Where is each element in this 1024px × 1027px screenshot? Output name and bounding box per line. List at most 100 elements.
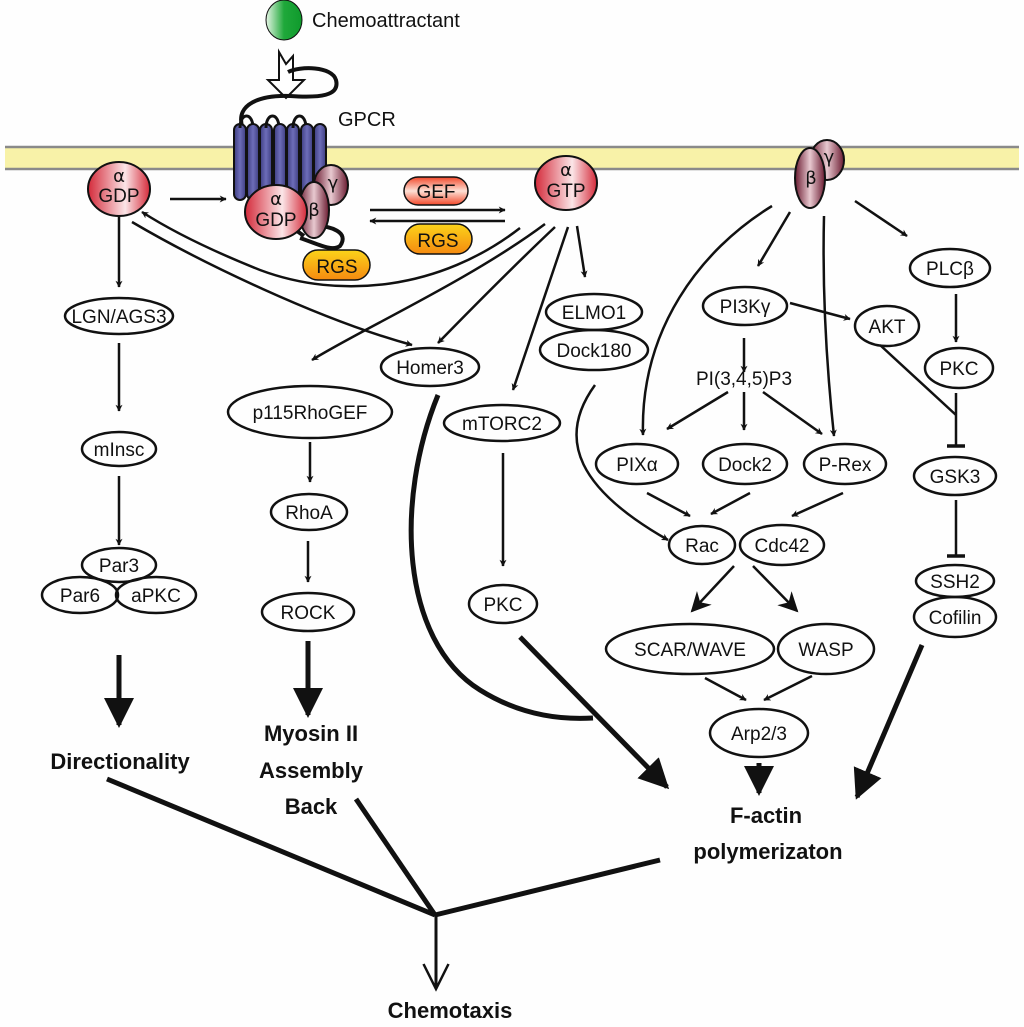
node-label: PKC: [939, 359, 978, 380]
outcome-factin-line2: polymerizaton: [693, 839, 842, 864]
gef-badge: GEF: [403, 176, 469, 206]
svg-text:α: α: [270, 189, 282, 210]
node-outline: [538, 328, 650, 372]
node-label: mInsc: [94, 440, 145, 461]
edge-dock2-to-rac: [710, 491, 751, 516]
node-arp: Arp2/3: [708, 707, 810, 759]
node-pkc-mid: PKC: [467, 583, 539, 625]
node-label: p115RhoGEF: [253, 403, 368, 424]
galpha-gdp-free: α GDP: [87, 161, 151, 217]
node-gsk3: GSK3: [912, 455, 998, 497]
node-outline: [594, 442, 680, 486]
outcome-myosin-line1: Myosin II: [264, 721, 358, 746]
node-label: Par3: [99, 556, 139, 577]
svg-text:RGS: RGS: [316, 257, 357, 278]
node-wasp: WASP: [776, 622, 876, 676]
node-prex: P-Rex: [802, 442, 888, 486]
svg-text:β: β: [805, 168, 817, 189]
edge-gtp-to-gdp-rgs: [141, 210, 521, 288]
edge-wasp-to-arp: [763, 674, 813, 702]
svg-text:GDP: GDP: [255, 210, 296, 231]
thick-edges: [104, 394, 925, 918]
svg-text:α: α: [560, 160, 572, 181]
gpcr-extracellular-loop: [239, 66, 339, 127]
node-label: Rac: [685, 536, 719, 557]
node-outline: [40, 575, 120, 615]
node-outline: [63, 296, 175, 336]
node-rock: ROCK: [260, 591, 356, 633]
gpcr-helix: [246, 123, 260, 201]
node-label: PLCβ: [926, 259, 974, 280]
edge-pi3k-to-akt: [789, 301, 851, 321]
node-outline: [467, 583, 539, 625]
node-pi3k: PI3Kγ: [701, 285, 789, 327]
node-elmo1: ELMO1: [544, 292, 644, 332]
svg-text:GDP: GDP: [98, 186, 139, 207]
node-label: Par6: [60, 586, 100, 607]
node-mtorc2: mTORC2: [442, 403, 562, 443]
node-dock180: Dock180: [538, 328, 650, 372]
node-par3: Par3: [80, 546, 158, 584]
rgs-badge-upper: RGS: [404, 223, 473, 255]
node-rhoa: RhoA: [269, 492, 349, 532]
edge-directionality-to-junction: [106, 776, 436, 918]
outcome-chemotaxis: Chemotaxis: [388, 998, 513, 1023]
node-label: ELMO1: [562, 303, 626, 324]
gpcr-helix: [233, 123, 247, 201]
node-label: ROCK: [281, 603, 336, 624]
node-label: PI3Kγ: [720, 297, 771, 318]
edge-gbg-to-prex: [822, 215, 837, 437]
node-outline: [912, 455, 998, 497]
outcome-myosin-line3: Back: [285, 794, 338, 819]
edge-gbg-to-pi3k: [756, 211, 792, 267]
edge-pixa-to-rac: [646, 491, 691, 518]
node-label: Cdc42: [755, 536, 810, 557]
gpcr-receptor: GPCR: [233, 109, 396, 201]
svg-text:α: α: [113, 166, 125, 187]
node-outline: [442, 403, 562, 443]
outcome-factin-line1: F-actin: [730, 803, 802, 828]
node-outline: [226, 384, 394, 440]
gbetagamma-free: γ β: [794, 139, 845, 209]
edge-cofilin-to-factin: [853, 644, 925, 800]
node-outline: [908, 247, 992, 289]
node-outline: [701, 442, 789, 486]
edge-scar-to-arp: [704, 676, 747, 702]
svg-text:γ: γ: [328, 173, 339, 194]
gpcr-label: GPCR: [338, 109, 396, 131]
edge-prex-to-cdc42: [791, 491, 844, 518]
node-scar: SCAR/WAVE: [604, 622, 776, 676]
node-akt: AKT: [853, 304, 921, 348]
edge-pip3-to-pixa: [666, 390, 729, 431]
node-cofilin: Cofilin: [912, 595, 998, 639]
node-outline: [701, 285, 789, 327]
node-label: aPKC: [131, 586, 181, 607]
svg-text:GEF: GEF: [416, 182, 455, 203]
node-outline: [379, 346, 481, 388]
node-label: RhoA: [285, 503, 333, 524]
edge-gdp-to-homer3: [131, 220, 413, 347]
outcome-directionality: Directionality: [50, 749, 190, 774]
node-outline: [269, 492, 349, 532]
edge-gbg-to-pixa: [639, 204, 773, 436]
node-label: Cofilin: [929, 608, 982, 629]
rgs-badge-lower: RGS: [302, 249, 371, 281]
node-outline: [923, 346, 995, 390]
edge-gtp-to-elmo1: [575, 225, 588, 278]
node-dock2: Dock2: [701, 442, 789, 486]
edge-dock180-to-rac: [575, 384, 669, 542]
node-outline: [80, 430, 158, 468]
edge-gtp-to-mtorc2: [511, 226, 570, 391]
node-label: SSH2: [930, 572, 980, 593]
node-pip3: PI(3,4,5)P3: [696, 369, 792, 390]
node-label: mTORC2: [462, 414, 542, 435]
node-outline: [802, 442, 888, 486]
galpha-gdp-receptor: α GDP: [244, 184, 308, 240]
edge-gtp-to-homer3: [437, 226, 556, 344]
chemoattractant-label: Chemoattractant: [312, 10, 460, 32]
node-label: LGN/AGS3: [71, 307, 166, 328]
node-outline: [667, 524, 737, 566]
